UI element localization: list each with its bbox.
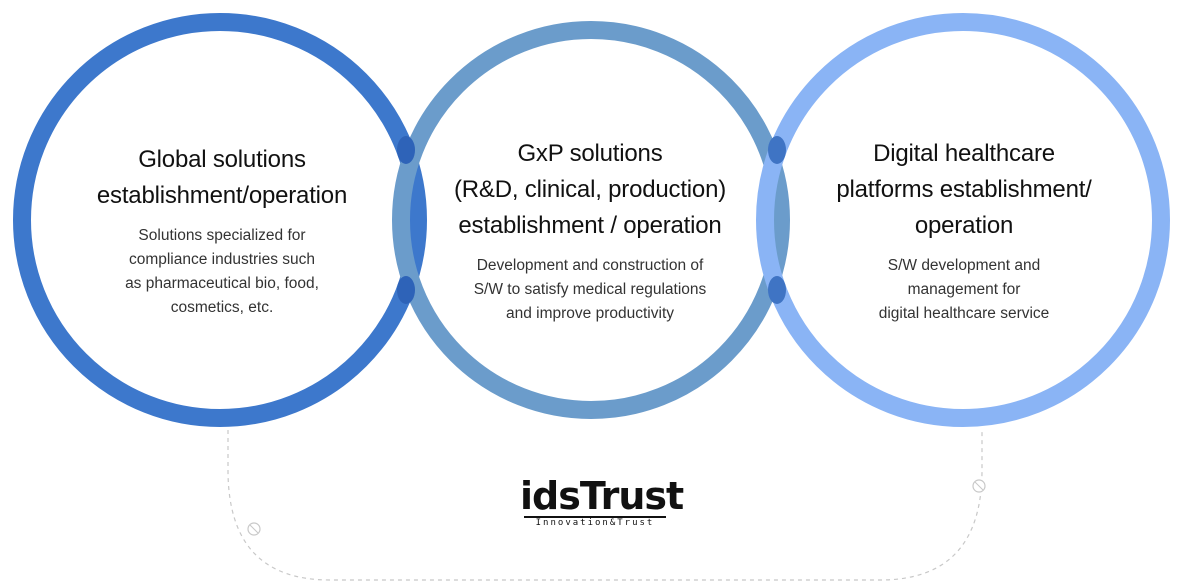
circle-title: Digital healthcare platforms establishme… bbox=[836, 140, 1092, 239]
circle-digital: Digital healthcare platforms establishme… bbox=[794, 136, 1134, 326]
circle-title: Global solutions establishment/operation bbox=[96, 146, 348, 209]
logo-wordmark: idsTrust bbox=[520, 474, 684, 518]
circle-global: Global solutions establishment/operation… bbox=[52, 142, 392, 320]
logo-tagline: Innovation&Trust bbox=[535, 518, 655, 528]
circle-title: GxP solutions (R&D, clinical, production… bbox=[453, 140, 727, 239]
logo-divider bbox=[524, 516, 666, 518]
overlap-right-top bbox=[768, 136, 786, 164]
circle-gxp: GxP solutions (R&D, clinical, production… bbox=[420, 136, 760, 326]
overlap-right-bottom bbox=[768, 276, 786, 304]
circle-description: Solutions specialized for compliance ind… bbox=[125, 227, 319, 316]
overlap-left-top bbox=[397, 136, 415, 164]
ring-global bbox=[13, 13, 427, 427]
ring-digital bbox=[756, 13, 1170, 427]
idstrust-logo: idsTrust Innovation&Trust bbox=[520, 474, 684, 529]
ring-gxp bbox=[392, 21, 790, 419]
overlap-left-bottom bbox=[397, 276, 415, 304]
circle-description: Development and construction of S/W to s… bbox=[473, 257, 707, 322]
circle-description: S/W development and management for digit… bbox=[878, 257, 1050, 322]
dashed-connector bbox=[227, 430, 983, 581]
